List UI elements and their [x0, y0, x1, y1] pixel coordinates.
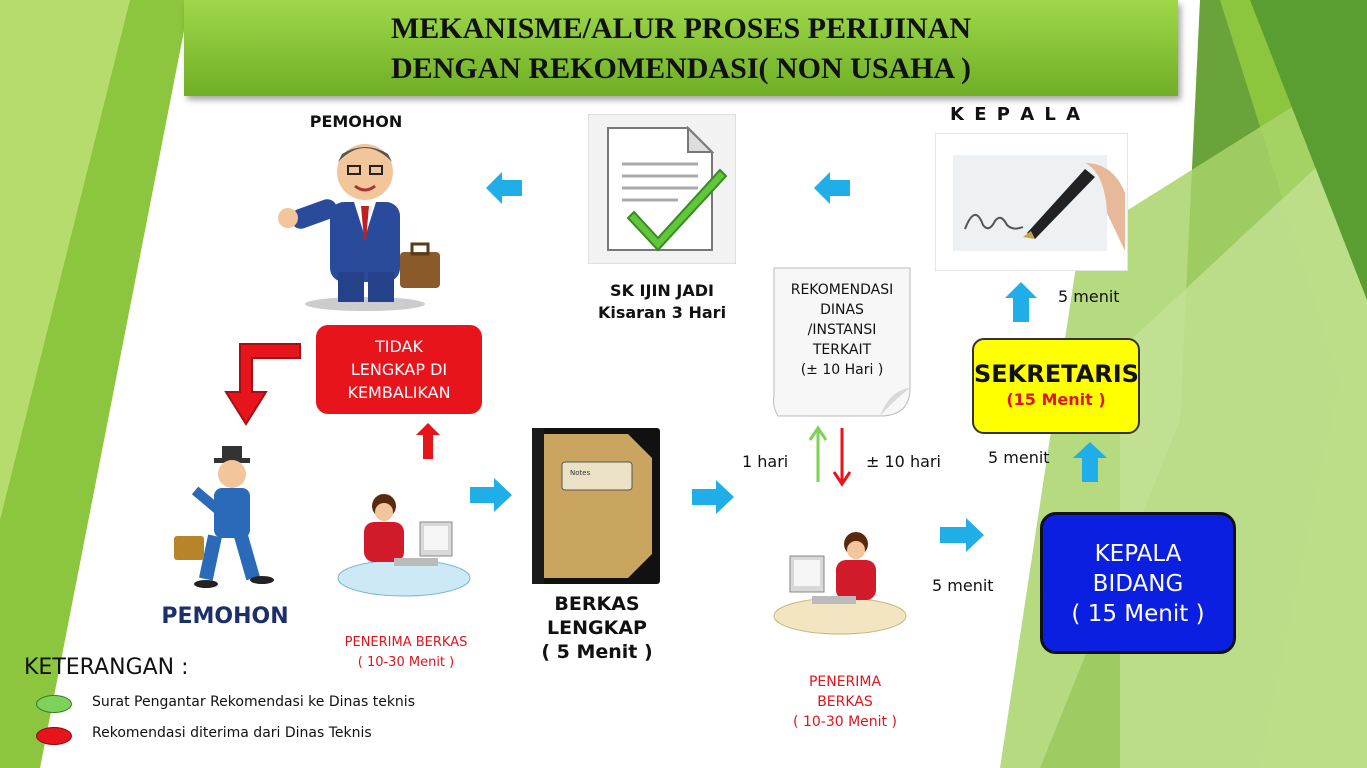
menit-sekretaris-label: 5 menit — [988, 448, 1050, 467]
notebook-label: Notes — [570, 469, 591, 477]
sk-line-2: Kisaran 3 Hari — [597, 303, 727, 322]
rekomendasi-line-4: TERKAIT — [812, 342, 872, 358]
penerima-2-label: PENERIMA BERKAS ( 10-30 Menit ) — [780, 672, 910, 732]
arrow-right-to-penerima-2 — [692, 480, 734, 514]
arrow-up-to-kepala — [1005, 282, 1037, 322]
penerima-1-line-1: PENERIMA BERKAS — [344, 635, 468, 650]
penerima-1-label: PENERIMA BERKAS ( 10-30 Menit ) — [330, 633, 482, 673]
red-elbow-arrow — [224, 343, 301, 426]
arrow-left-to-sk — [814, 172, 850, 204]
red-down-arrow — [832, 428, 852, 487]
sekretaris-name: SEKRETARIS — [974, 360, 1139, 388]
rekomendasi-line-3: /INSTANSI — [807, 322, 877, 338]
kepala-bidang-line-2: BIDANG — [1092, 571, 1184, 597]
kepala-bidang-line-1: KEPALA — [1094, 541, 1182, 567]
legend-heading: KETERANGAN : — [24, 655, 189, 680]
walking-man-illustration — [174, 446, 274, 588]
rekomendasi-line-2: DINAS — [820, 302, 864, 318]
pemohon-top-label: PEMOHON — [309, 112, 403, 131]
arrow-left-to-pemohon — [486, 172, 522, 204]
title-line-1: MEKANISME/ALUR PROSES PERIJINAN — [390, 12, 972, 45]
rekomendasi-line-1: REKOMENDASI — [790, 282, 894, 298]
legend-item-2-text: Rekomendasi diterima dari Dinas Teknis — [92, 725, 372, 741]
arrow-up-to-sekretaris — [1073, 442, 1107, 482]
legend-green-marker — [36, 695, 72, 713]
receptionist-1-illustration — [337, 494, 471, 597]
sekretaris-box: SEKRETARIS (15 Menit ) — [972, 338, 1140, 434]
title-line-2: DENGAN REKOMENDASI( NON USAHA ) — [390, 52, 972, 85]
arrow-right-to-berkas — [470, 478, 512, 512]
notebook-icon: Notes — [532, 428, 660, 584]
rekomendasi-line-5: (± 10 Hari ) — [800, 362, 884, 378]
arrow-right-to-kepala-bidang — [940, 518, 984, 552]
green-up-arrow — [808, 425, 828, 482]
penerima-2-line-2: BERKAS — [817, 694, 873, 710]
rekomendasi-text: REKOMENDASI DINAS /INSTANSI TERKAIT (± 1… — [770, 280, 914, 380]
signing-pen-image — [935, 133, 1128, 271]
penerima-2-line-1: PENERIMA — [808, 674, 882, 690]
red-up-arrow — [416, 423, 440, 459]
kepala-label: K E P A L A — [950, 104, 1083, 125]
berkas-line-1: BERKAS — [554, 593, 640, 615]
berkas-line-3: ( 5 Menit ) — [541, 641, 653, 663]
sk-line-1: SK IJIN JADI — [610, 281, 714, 300]
menit-bidang-label: 5 menit — [932, 576, 994, 595]
hari-10-label: ± 10 hari — [866, 452, 941, 471]
penerima-1-line-2: ( 10-30 Menit ) — [357, 655, 455, 670]
berkas-lengkap-label: BERKAS LENGKAP ( 5 Menit ) — [520, 592, 674, 664]
title-banner: MEKANISME/ALUR PROSES PERIJINAN DENGAN R… — [184, 0, 1178, 96]
tidak-lengkap-line-1: TIDAK — [375, 337, 423, 356]
legend-item-1-text: Surat Pengantar Rekomendasi ke Dinas tek… — [92, 694, 415, 710]
pemohon-bottom-label: PEMOHON — [161, 604, 289, 629]
receptionist-2-illustration — [773, 532, 907, 635]
tidak-lengkap-line-2: LENGKAP DI — [350, 360, 448, 379]
kepala-bidang-box: KEPALA BIDANG ( 15 Menit ) — [1040, 512, 1236, 654]
businessman-illustration — [278, 144, 440, 311]
legend-red-marker — [36, 727, 72, 745]
hari-1-label: 1 hari — [742, 452, 789, 471]
tidak-lengkap-box: TIDAK LENGKAP DI KEMBALIKAN — [316, 325, 482, 414]
tidak-lengkap-line-3: KEMBALIKAN — [347, 383, 451, 402]
sk-document-icon — [588, 114, 736, 264]
sk-label: SK IJIN JADI Kisaran 3 Hari — [566, 280, 758, 324]
berkas-line-2: LENGKAP — [547, 617, 647, 639]
rekomendasi-page-icon — [773, 267, 911, 417]
penerima-2-line-3: ( 10-30 Menit ) — [793, 714, 897, 730]
sekretaris-time: (15 Menit ) — [1006, 390, 1106, 409]
menit-kepala-label: 5 menit — [1058, 287, 1120, 306]
kepala-bidang-line-3: ( 15 Menit ) — [1071, 601, 1205, 627]
